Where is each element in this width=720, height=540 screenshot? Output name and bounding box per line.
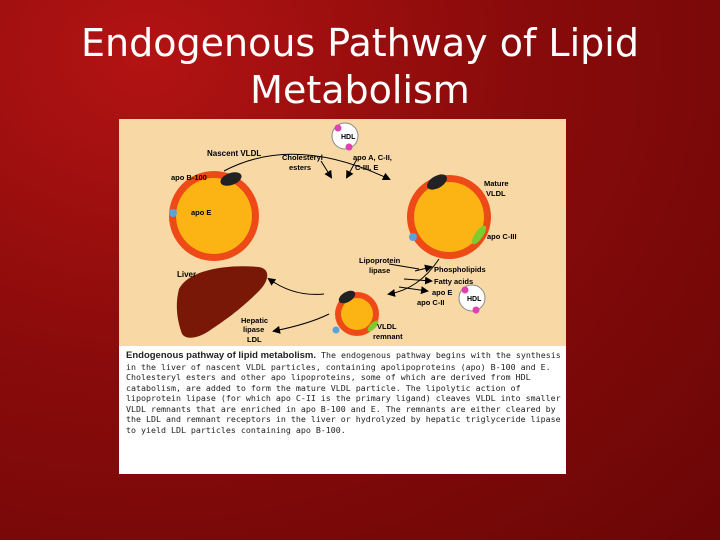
- arrow-remnant-to-liver: [269, 279, 324, 294]
- label-hepatic: Hepatic: [241, 316, 268, 325]
- label-ldl: LDL: [247, 335, 262, 344]
- hdl-bottom-label: HDL: [467, 296, 482, 303]
- label-lipase: lipase: [369, 266, 390, 275]
- label-vldl-mature: VLDL: [486, 189, 506, 198]
- label-apo-c3: apo C-III: [487, 232, 517, 241]
- label-cholesteryl: Cholesteryl: [282, 153, 323, 162]
- label-apo-b100-left: apo B-100: [171, 173, 207, 182]
- pathway-diagram: HDL HDL Nascent VLDL apo: [119, 119, 566, 346]
- remnant-apo-e: [333, 327, 340, 334]
- caption-heading: Endogenous pathway of lipid metabolism.: [126, 350, 316, 361]
- label-fatty-acids: Fatty acids: [434, 277, 473, 286]
- mature-vldl-particle: [407, 171, 491, 259]
- label-nascent-vldl: Nascent VLDL: [207, 149, 261, 158]
- hdl-particle-top: HDL: [332, 123, 358, 151]
- label-apo-e-left: apo E: [191, 208, 211, 217]
- nascent-vldl-particle: [169, 170, 259, 261]
- label-lipoprotein: Lipoprotein: [359, 256, 401, 265]
- caption-box: Endogenous pathway of lipid metabolism. …: [119, 346, 566, 474]
- arrow-cholesteryl: [321, 161, 331, 177]
- caption: Endogenous pathway of lipid metabolism. …: [126, 350, 562, 435]
- label-mature: Mature: [484, 179, 509, 188]
- title-line-2: Metabolism: [0, 67, 720, 114]
- caption-body: The endogenous pathway begins with the s…: [126, 350, 561, 435]
- label-esters: esters: [289, 163, 311, 172]
- arrow-fatty-acids: [404, 279, 431, 281]
- label-phospholipids: Phospholipids: [434, 265, 486, 274]
- apo-e-protein: [169, 209, 177, 217]
- label-hepatic-lipase: lipase: [243, 325, 264, 334]
- label-vldl-remnant-1: VLDL: [377, 322, 397, 331]
- label-liver: Liver: [177, 270, 196, 279]
- arrow-to-ldl: [274, 314, 329, 331]
- label-apo-c2: apo C-II: [417, 298, 445, 307]
- mature-apo-e: [409, 233, 417, 241]
- lipid-pathway-figure: HDL HDL Nascent VLDL apo: [119, 119, 566, 474]
- label-apo-a-c2: apo A, C-II,: [353, 153, 392, 162]
- title-line-1: Endogenous Pathway of Lipid: [0, 20, 720, 67]
- slide-title: Endogenous Pathway of Lipid Metabolism: [0, 20, 720, 114]
- hdl-particle-bottom: HDL: [459, 285, 485, 314]
- label-vldl-remnant-2: remnant: [373, 332, 403, 341]
- vldl-remnant-particle: [333, 288, 381, 336]
- label-apo-e-right: apo E: [432, 288, 452, 297]
- label-c3-e: C-III, E: [355, 163, 378, 172]
- hdl-top-label: HDL: [341, 134, 356, 141]
